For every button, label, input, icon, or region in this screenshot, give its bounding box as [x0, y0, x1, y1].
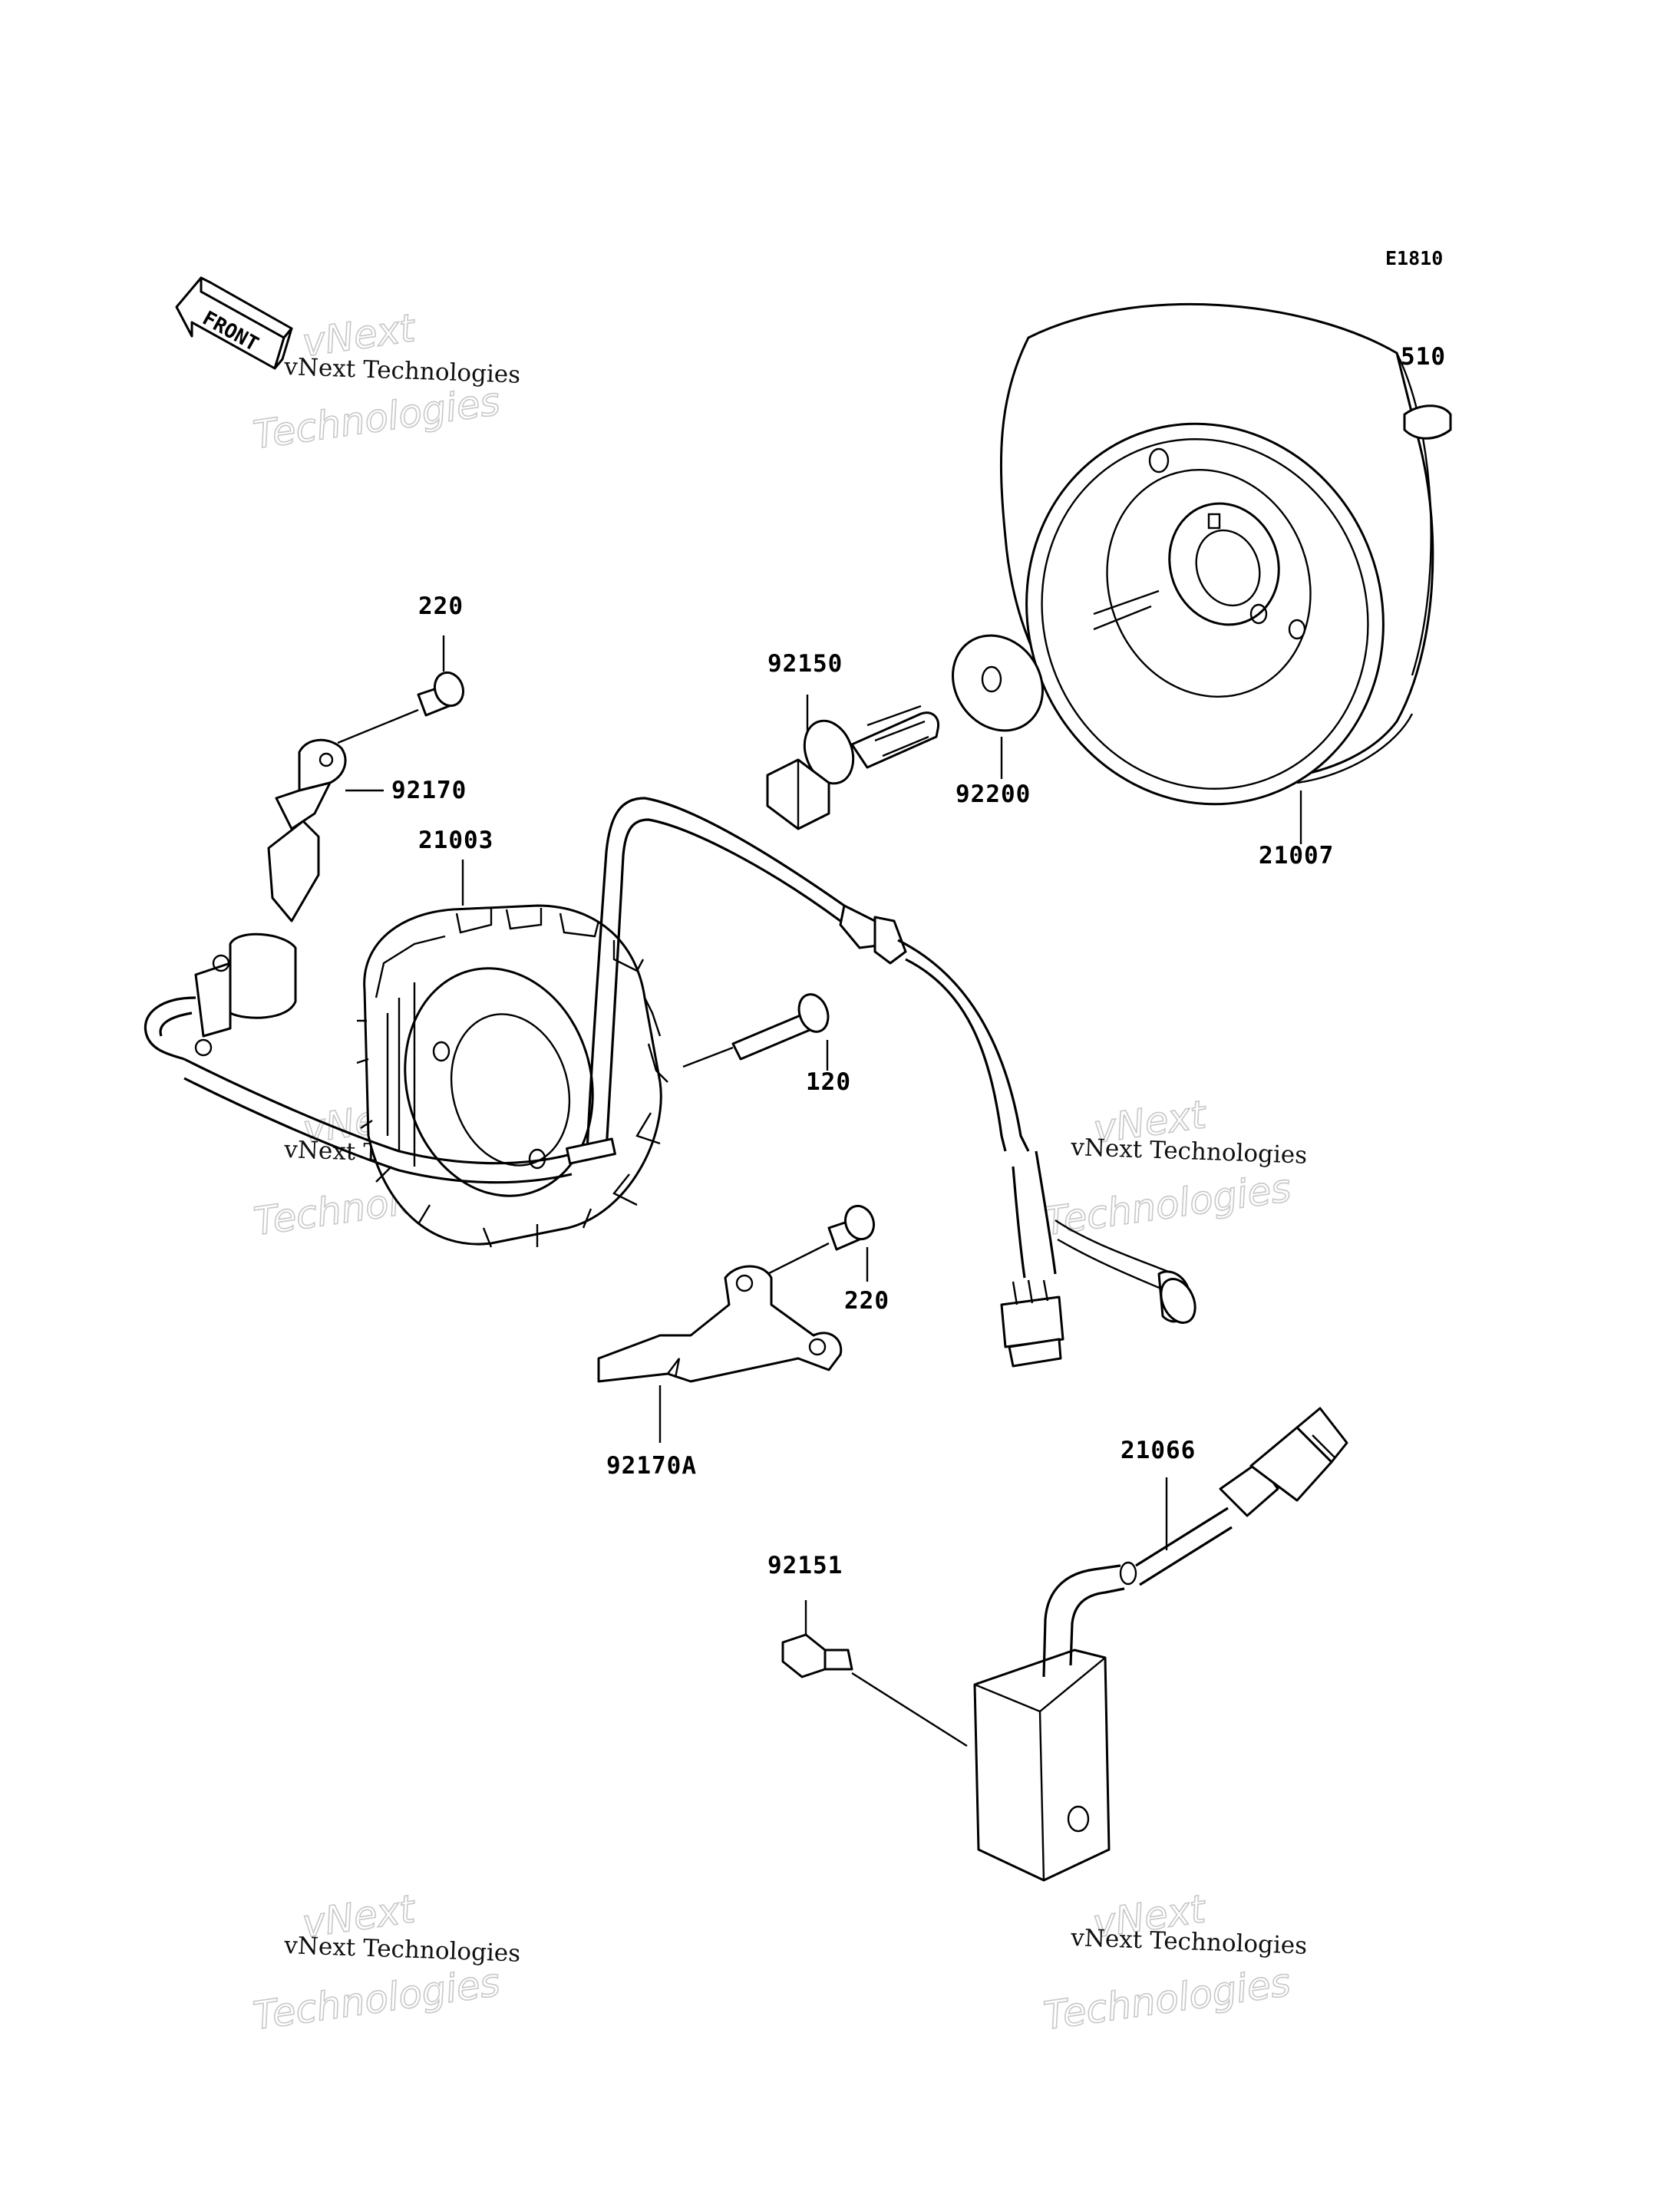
label-21007: 21007	[1259, 842, 1334, 870]
small-bolt-bottom	[827, 1204, 876, 1251]
label-510: 510	[1401, 343, 1446, 371]
watermark-line3: Technologies	[250, 1960, 502, 2038]
woodruff-key	[1403, 404, 1452, 440]
leader-bolt-120-axis	[682, 1046, 734, 1068]
leader-bolt-to-plate	[759, 1242, 830, 1279]
watermark-line2: vNext Technologies	[283, 353, 521, 389]
small-bolt-top	[417, 671, 465, 717]
watermark-line2: vNext Technologies	[1070, 1924, 1308, 1960]
watermark-line3: Technologies	[1041, 1166, 1293, 1244]
label-220-bottom: 220	[844, 1287, 890, 1315]
washer	[952, 634, 1044, 732]
watermark-line3: Technologies	[1041, 1960, 1292, 2038]
flange-bolt	[766, 705, 940, 830]
front-arrow-icon: FRONT	[175, 276, 293, 370]
pickup-coil	[144, 932, 573, 1184]
label-92150: 92150	[767, 650, 843, 678]
wire-clamp-upper	[267, 738, 347, 922]
label-220-top: 220	[418, 592, 464, 620]
leader-bolt-to-clamp	[337, 708, 419, 744]
leader-bolt-to-regulator	[851, 1672, 968, 1748]
watermark-line3: Technologies	[250, 379, 502, 457]
watermark-line2: vNext Technologies	[283, 1932, 521, 1968]
regulator-rectifier	[973, 1407, 1348, 1882]
label-120: 120	[806, 1068, 851, 1096]
rotor-flywheel	[999, 302, 1434, 806]
watermark-line2: vNext Technologies	[1070, 1134, 1308, 1170]
stator	[356, 904, 668, 1248]
label-21066: 21066	[1121, 1437, 1196, 1464]
label-92151: 92151	[767, 1552, 843, 1579]
diagram-code: E1810	[1385, 247, 1443, 269]
wire-clamp-plate	[597, 1265, 843, 1383]
stator-bolt	[731, 993, 830, 1061]
label-21003: 21003	[418, 827, 493, 854]
regulator-bolt	[781, 1633, 853, 1678]
label-92200: 92200	[956, 781, 1031, 808]
label-92170A: 92170A	[606, 1452, 697, 1480]
stator-harness	[566, 797, 1196, 1368]
label-92170: 92170	[391, 777, 467, 804]
